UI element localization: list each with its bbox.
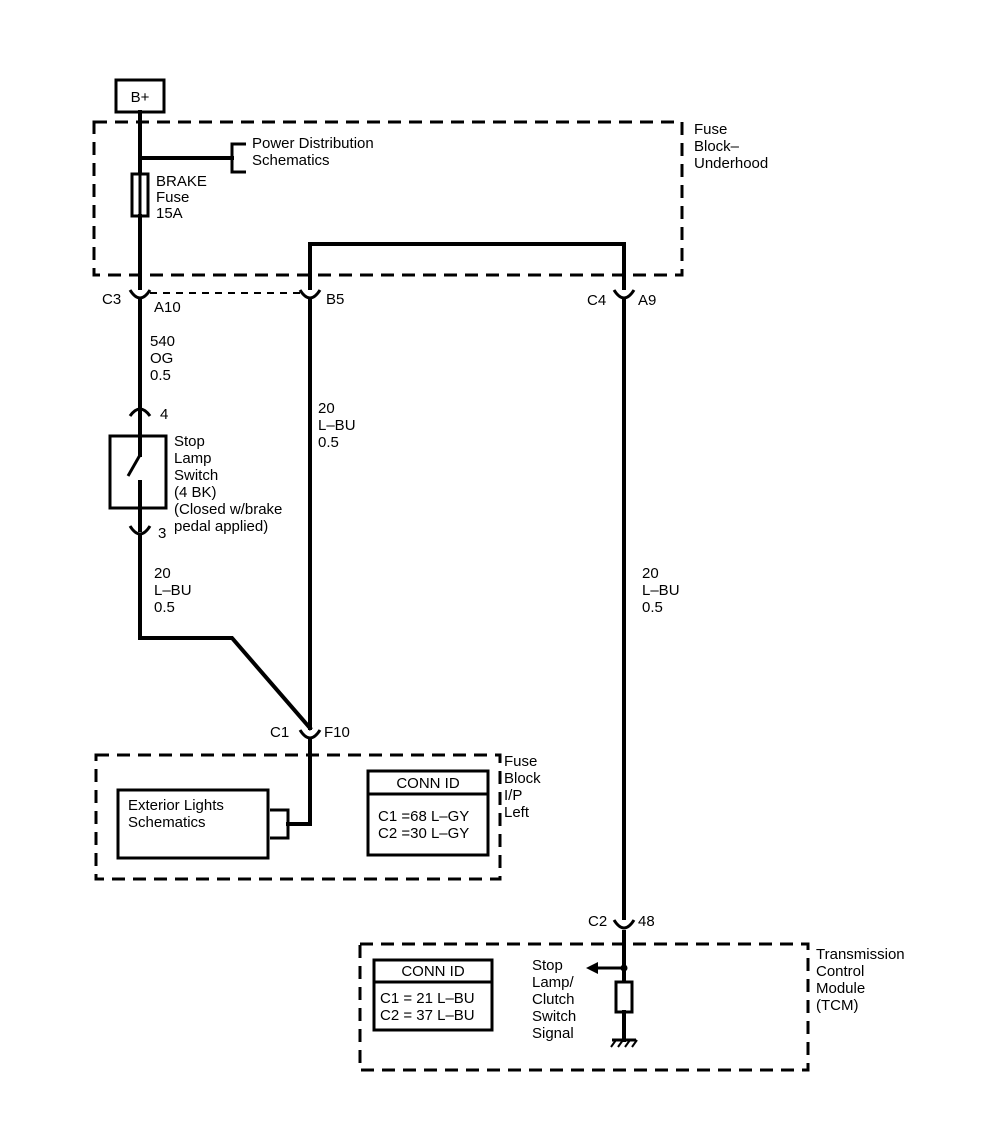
svg-text:20: 20 [318, 400, 335, 417]
fuse-block-ip-label: Fuse Block I/P Left [504, 753, 541, 821]
stop-lamp-switch-label: Stop Lamp Switch (4 BK) (Closed w/brake … [174, 433, 282, 535]
svg-text:0.5: 0.5 [150, 367, 171, 384]
svg-text:Control: Control [816, 963, 864, 980]
switch-pin-3-label: 3 [158, 525, 166, 542]
stop-signal-label: Stop Lamp/ Clutch Switch Signal [532, 957, 576, 1042]
connector-c4-a9-symbol [612, 289, 636, 300]
power-distribution-label: Power Distribution Schematics [252, 135, 374, 169]
conn-id-tcm-row: C1 = 21 L–BU [380, 990, 475, 1007]
connector-c2-48-symbol [612, 919, 636, 930]
wire-f10-to-exterior-lights [286, 738, 312, 826]
conn-id-ip-box: CONN ID C1 =68 L–GY C2 =30 L–GY [366, 769, 490, 857]
svg-text:540: 540 [150, 333, 175, 350]
svg-text:Module: Module [816, 980, 865, 997]
svg-text:L–BU: L–BU [642, 582, 680, 599]
connector-c1-f10-symbol [298, 729, 322, 740]
exterior-lights-bracket [270, 808, 290, 840]
conn-id-tcm-row: C2 = 37 L–BU [380, 1007, 475, 1024]
svg-text:Fuse: Fuse [156, 189, 189, 206]
fuse-block-underhood-outline [92, 120, 684, 277]
svg-text:Switch: Switch [174, 467, 218, 484]
conn-id-ip-row: C1 =68 L–GY [378, 808, 469, 825]
svg-text:Exterior Lights: Exterior Lights [128, 797, 224, 814]
svg-text:Fuse: Fuse [504, 753, 537, 770]
wire-b5-a9-bus [308, 242, 626, 290]
connector-c4-label: C4 [587, 292, 606, 309]
svg-text:OG: OG [150, 350, 173, 367]
svg-text:L–BU: L–BU [154, 582, 192, 599]
svg-text:Lamp/: Lamp/ [532, 974, 575, 991]
svg-text:0.5: 0.5 [154, 599, 175, 616]
battery-positive-label: B+ [131, 89, 150, 106]
svg-text:Underhood: Underhood [694, 155, 768, 172]
power-distribution-bracket [230, 142, 246, 174]
svg-text:Block: Block [504, 770, 541, 787]
conn-id-ip-row: C2 =30 L–GY [378, 825, 469, 842]
tcm-label: Transmission Control Module (TCM) [816, 946, 905, 1014]
ground-icon [610, 1038, 638, 1048]
wire-switch-to-f10-label: 20 L–BU 0.5 [154, 565, 192, 616]
connector-b5-label: B5 [326, 291, 344, 308]
svg-text:0.5: 0.5 [642, 599, 663, 616]
battery-positive-box: B+ [114, 78, 166, 114]
connector-c3-label: C3 [102, 291, 121, 308]
svg-text:(Closed w/brake: (Closed w/brake [174, 501, 282, 518]
svg-text:pedal applied): pedal applied) [174, 518, 268, 535]
conn-id-tcm-title: CONN ID [401, 963, 465, 980]
svg-text:Switch: Switch [532, 1008, 576, 1025]
svg-text:Stop: Stop [174, 433, 205, 450]
svg-text:Lamp: Lamp [174, 450, 212, 467]
svg-text:20: 20 [642, 565, 659, 582]
tcm-signal-arrow-icon [586, 962, 598, 974]
connector-a10-label: A10 [154, 299, 181, 316]
conn-id-tcm-box: CONN ID C1 = 21 L–BU C2 = 37 L–BU [372, 958, 494, 1032]
svg-text:0.5: 0.5 [318, 434, 339, 451]
svg-text:Signal: Signal [532, 1025, 574, 1042]
svg-text:20: 20 [154, 565, 171, 582]
svg-text:Left: Left [504, 804, 530, 821]
svg-text:(TCM): (TCM) [816, 997, 858, 1014]
tcm-pull-down-resistor [614, 980, 634, 1014]
wire-switch-to-f10 [138, 534, 313, 731]
wire-a9-to-c2-label: 20 L–BU 0.5 [642, 565, 680, 616]
svg-text:Fuse: Fuse [694, 121, 727, 138]
svg-text:(4 BK): (4 BK) [174, 484, 217, 501]
stop-lamp-switch-contact [126, 454, 142, 477]
tcm-outline [358, 942, 810, 1072]
svg-text:I/P: I/P [504, 787, 522, 804]
svg-text:Stop: Stop [532, 957, 563, 974]
connector-f10-label: F10 [324, 724, 350, 741]
switch-pin-4-label: 4 [160, 406, 168, 423]
svg-text:L–BU: L–BU [318, 417, 356, 434]
svg-text:15A: 15A [156, 205, 183, 222]
brake-fuse-label: BRAKE Fuse 15A [156, 173, 207, 222]
conn-id-ip-title: CONN ID [396, 775, 460, 792]
connector-b5-symbol [298, 289, 322, 300]
svg-text:Transmission: Transmission [816, 946, 905, 963]
connector-c2-label: C2 [588, 913, 607, 930]
svg-text:Schematics: Schematics [252, 152, 330, 169]
svg-text:BRAKE: BRAKE [156, 173, 207, 190]
connector-c3-a10-symbol [128, 289, 152, 300]
exterior-lights-label: Exterior Lights Schematics [128, 797, 224, 831]
connector-48-label: 48 [638, 913, 655, 930]
svg-text:Schematics: Schematics [128, 814, 206, 831]
connector-a9-label: A9 [638, 292, 656, 309]
wire-b5-to-f10-label: 20 L–BU 0.5 [318, 400, 356, 451]
wire-540-og-label: 540 OG 0.5 [150, 333, 175, 384]
svg-text:Power Distribution: Power Distribution [252, 135, 374, 152]
exterior-lights-box [116, 788, 270, 860]
svg-text:Clutch: Clutch [532, 991, 575, 1008]
fuse-block-ip-outline [94, 753, 502, 881]
fuse-block-underhood-label: Fuse Block– Underhood [694, 121, 768, 172]
svg-text:Block–: Block– [694, 138, 740, 155]
connector-c1-label: C1 [270, 724, 289, 741]
